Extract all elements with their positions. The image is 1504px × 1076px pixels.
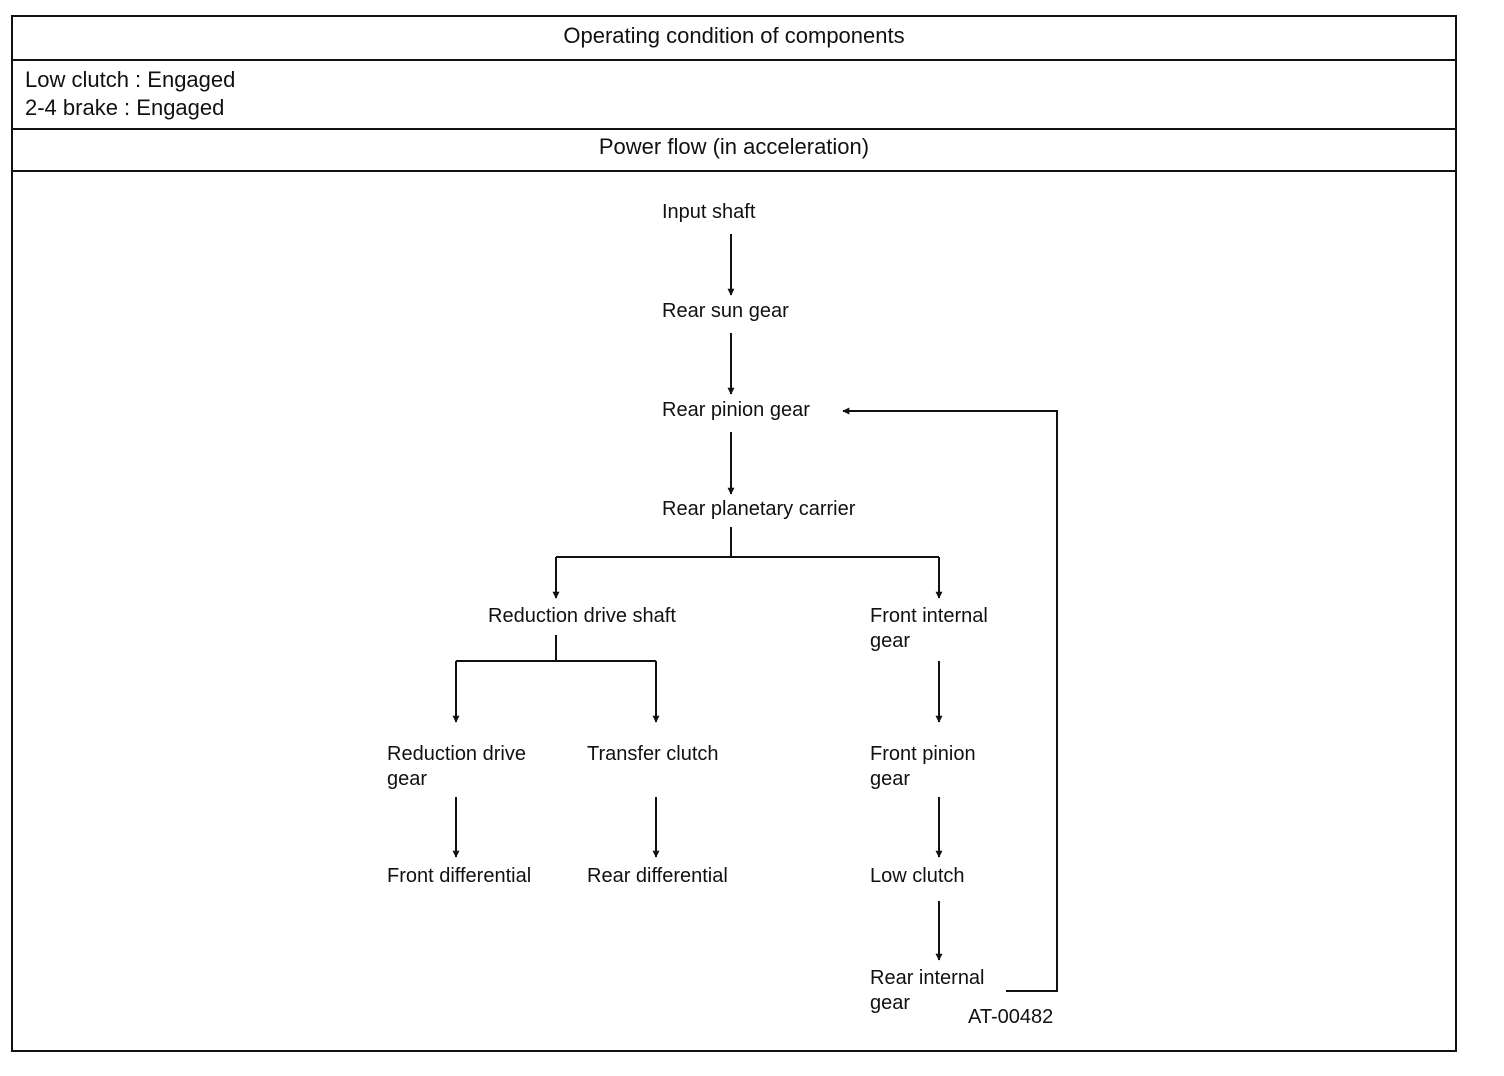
power-flow-header: Power flow (in acceleration) bbox=[598, 134, 870, 159]
node-reduction-drive-gear: Reduction drive gear bbox=[387, 743, 526, 790]
node-front-pinion-gear: Front pinion gear bbox=[870, 743, 976, 790]
conditions-list: Low clutch : Engaged 2-4 brake : Engaged bbox=[25, 66, 235, 122]
diagram-frame: Operating condition of components Low cl… bbox=[11, 15, 1457, 1052]
node-low-clutch: Low clutch bbox=[870, 865, 965, 887]
node-transfer-clutch: Transfer clutch bbox=[587, 743, 719, 765]
divider bbox=[13, 59, 1455, 61]
node-rear-internal-gear: Rear internal gear bbox=[870, 967, 985, 1014]
operating-condition-header: Operating condition of components bbox=[563, 23, 905, 48]
node-front-internal-gear: Front internal gear bbox=[870, 605, 988, 652]
figure-reference: AT-00482 bbox=[968, 1006, 1054, 1028]
node-reduction-drive-shaft: Reduction drive shaft bbox=[488, 605, 676, 627]
node-rear-pinion-gear: Rear pinion gear bbox=[662, 399, 810, 421]
divider bbox=[13, 128, 1455, 130]
node-input-shaft: Input shaft bbox=[662, 201, 756, 223]
arrow-rear-internal-to-rear-pinion bbox=[842, 407, 1058, 992]
node-rear-sun-gear: Rear sun gear bbox=[662, 300, 789, 322]
node-rear-differential: Rear differential bbox=[587, 865, 728, 887]
divider bbox=[13, 170, 1455, 172]
node-front-differential: Front differential bbox=[387, 865, 532, 887]
condition-item: 2-4 brake : Engaged bbox=[25, 95, 225, 120]
condition-item: Low clutch : Engaged bbox=[25, 67, 236, 92]
node-rear-planetary-carrier: Rear planetary carrier bbox=[662, 498, 856, 520]
